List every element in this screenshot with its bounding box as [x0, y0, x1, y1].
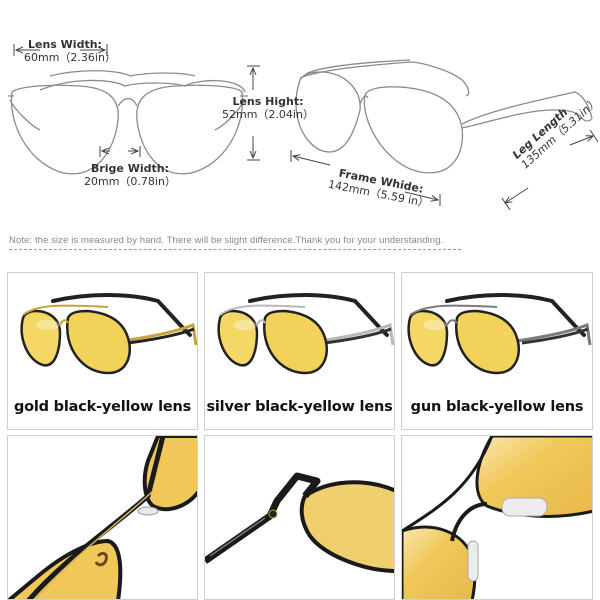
- gun-sunglasses-image: [407, 293, 592, 375]
- glasses-line-drawing: [8, 44, 599, 211]
- hinge-closeup-image: [205, 472, 394, 573]
- size-diagram: Lens Width: 60mm（2.36in） Brige Width: 20…: [0, 0, 600, 225]
- bridge-width-title: Brige Width:: [90, 162, 169, 175]
- bridge-closeup-image: [8, 436, 197, 599]
- bridge-width-label: Brige Width: 20mm（0.78in）: [84, 162, 176, 188]
- variant-card-gun[interactable]: gun black-yellow lens: [401, 272, 593, 430]
- note-divider: [9, 249, 461, 250]
- detail-photo-bridge[interactable]: [7, 435, 198, 600]
- gold-sunglasses-image: [20, 293, 197, 375]
- lens-width-label: Lens Width: 60mm（2.36in）: [24, 38, 116, 64]
- variant-label-silver: silver black-yellow lens: [206, 399, 393, 415]
- detail-photo-hinge[interactable]: [204, 435, 395, 600]
- variant-card-gold[interactable]: gold black-yellow lens: [7, 272, 198, 430]
- lens-height-title: Lens Hight:: [232, 95, 304, 108]
- lens-height-label: Lens Hight: 52mm（2.04in）: [222, 95, 314, 121]
- bridge-width-value: 20mm（0.78in）: [84, 175, 176, 188]
- lens-width-value: 60mm（2.36in）: [24, 51, 116, 64]
- lens-width-title: Lens Width:: [28, 38, 102, 51]
- measurement-note: Note: the size is measured by hand. Ther…: [9, 235, 444, 246]
- variant-card-silver[interactable]: silver black-yellow lens: [204, 272, 395, 430]
- variant-label-gold: gold black-yellow lens: [13, 399, 192, 415]
- variant-label-gun: gun black-yellow lens: [410, 399, 584, 415]
- detail-photo-nose-pad[interactable]: [401, 435, 593, 600]
- silver-sunglasses-image: [217, 293, 394, 375]
- nose-pad-closeup-image: [402, 436, 592, 599]
- lens-height-value: 52mm（2.04in）: [222, 108, 314, 121]
